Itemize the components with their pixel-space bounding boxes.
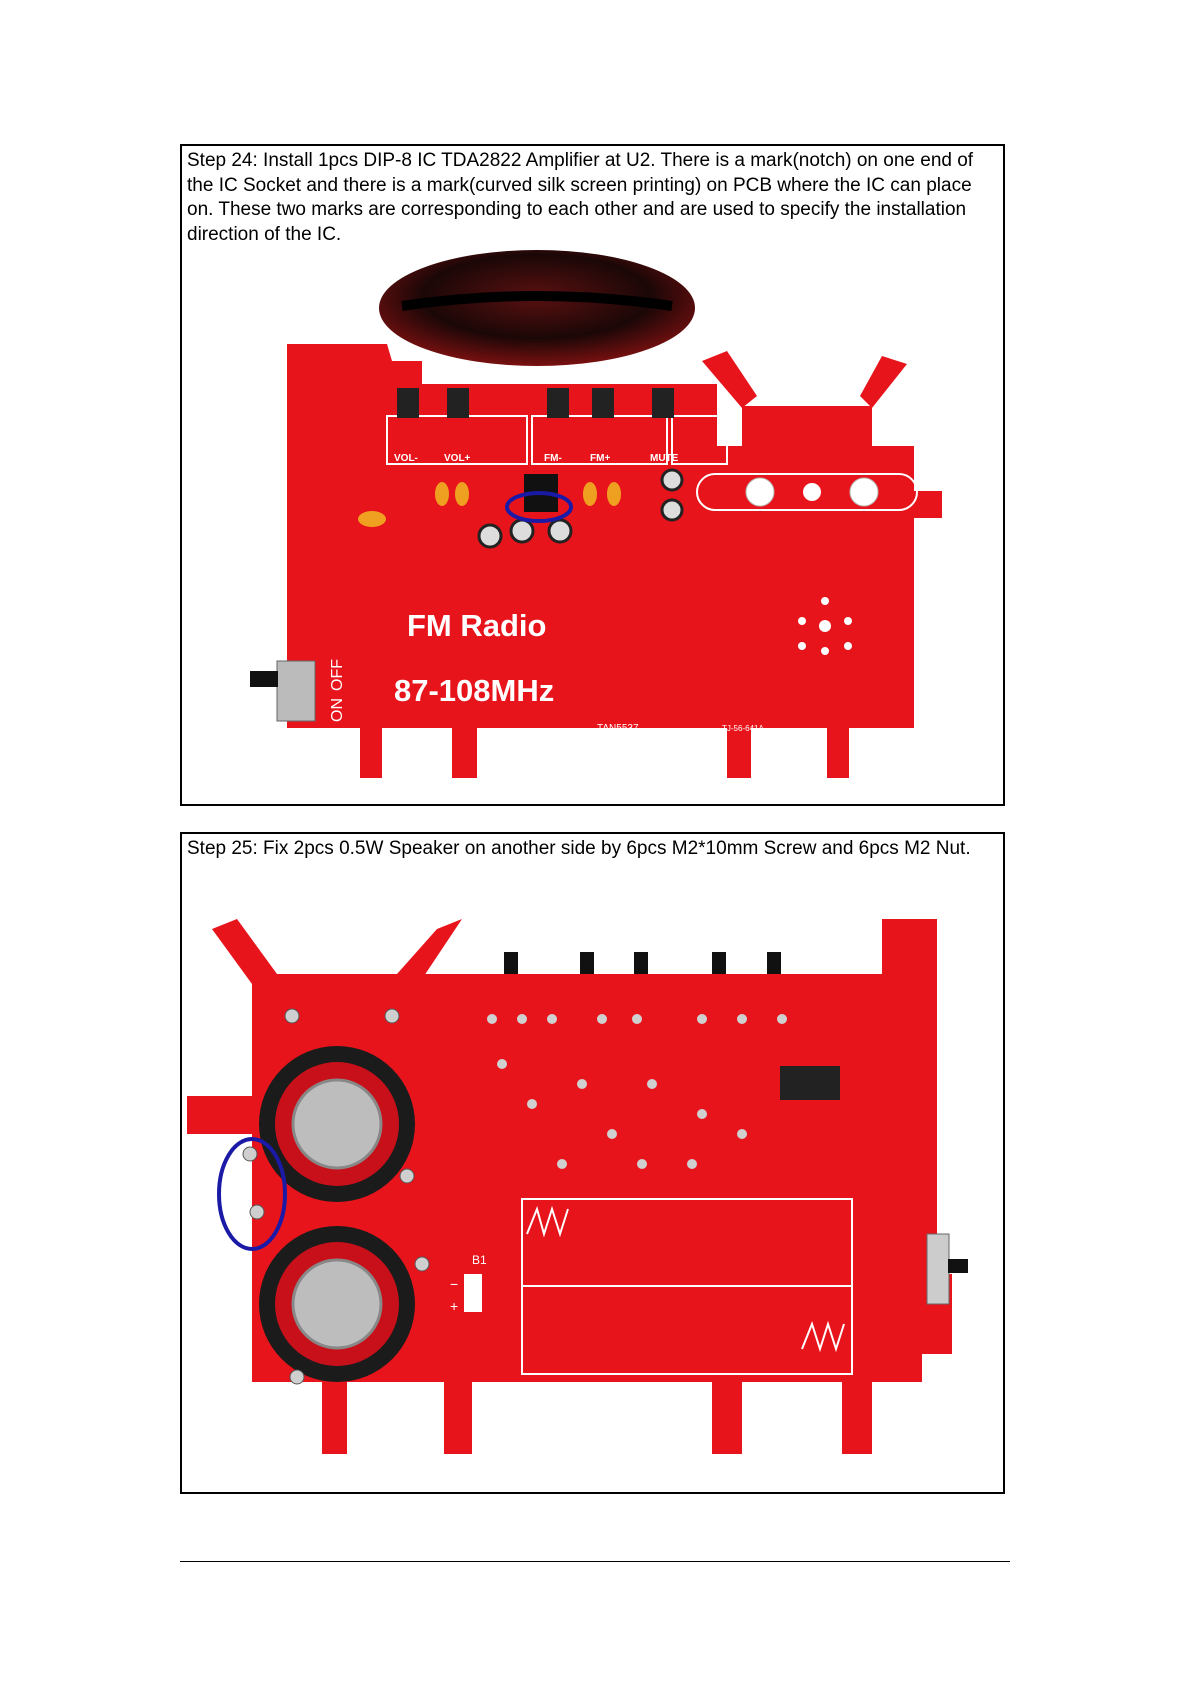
pcb-title-fm-radio: FM Radio (407, 608, 547, 643)
screw-highlight (217, 1137, 287, 1251)
solder-pads (487, 1014, 787, 1169)
push-buttons (397, 388, 674, 418)
speaker-top (259, 1046, 415, 1202)
pcb-board (287, 344, 942, 778)
zoom-inset (379, 250, 695, 366)
btn-label-fm-plus: FM+ (590, 453, 610, 464)
switch-off-label: OFF (329, 659, 346, 691)
pcb-code-2: TJ-56-641A (722, 724, 764, 733)
b1-plus-label: + (450, 1298, 458, 1314)
back-push-buttons (504, 952, 781, 974)
electrolytic-capacitors (477, 468, 684, 549)
pcb-led-arm-right (860, 356, 907, 408)
step-25-text: Step 25: Fix 2pcs 0.5W Speaker on anothe… (187, 838, 971, 859)
pcb-board-back (252, 919, 952, 1454)
b1-minus-label: − (450, 1276, 458, 1292)
switch-on-label: ON (329, 698, 346, 722)
step-25-pcb-photo: B1 − + (187, 919, 968, 1454)
speaker-screws (242, 1008, 430, 1385)
btn-label-vol-plus: VOL+ (444, 453, 471, 464)
pcb-led-arm-left (702, 351, 757, 408)
pcb-band: 87-108MHz (394, 673, 554, 708)
pcb-top-tab (742, 406, 872, 446)
step-25-panel: B1 − + Step 25: Fix 2pcs 0.5W Speaker on… (180, 832, 1005, 1494)
btn-label-fm-minus: FM- (544, 453, 562, 464)
pcb-back-left-tab (187, 1096, 252, 1134)
step-24-pcb-photo: VOL- VOL+ FM- FM+ MUTE OFF ON (250, 250, 942, 778)
speaker-holes (798, 597, 852, 655)
step-24-panel: VOL- VOL+ FM- FM+ MUTE OFF ON (180, 144, 1005, 806)
b1-label: B1 (472, 1253, 487, 1267)
smd-ic (780, 1066, 840, 1100)
side-switch (926, 1233, 950, 1305)
footer-rule (180, 1561, 1010, 1562)
ic-notch-highlight (505, 491, 573, 523)
pcb-code-1: TAN5537 (597, 723, 639, 734)
btn-label-mute: MUTE (650, 453, 679, 464)
speaker-bottom (259, 1226, 415, 1382)
power-switch (276, 660, 316, 722)
btn-label-vol-minus: VOL- (394, 453, 418, 464)
step-24-text: Step 24: Install 1pcs DIP-8 IC TDA2822 A… (187, 150, 974, 245)
